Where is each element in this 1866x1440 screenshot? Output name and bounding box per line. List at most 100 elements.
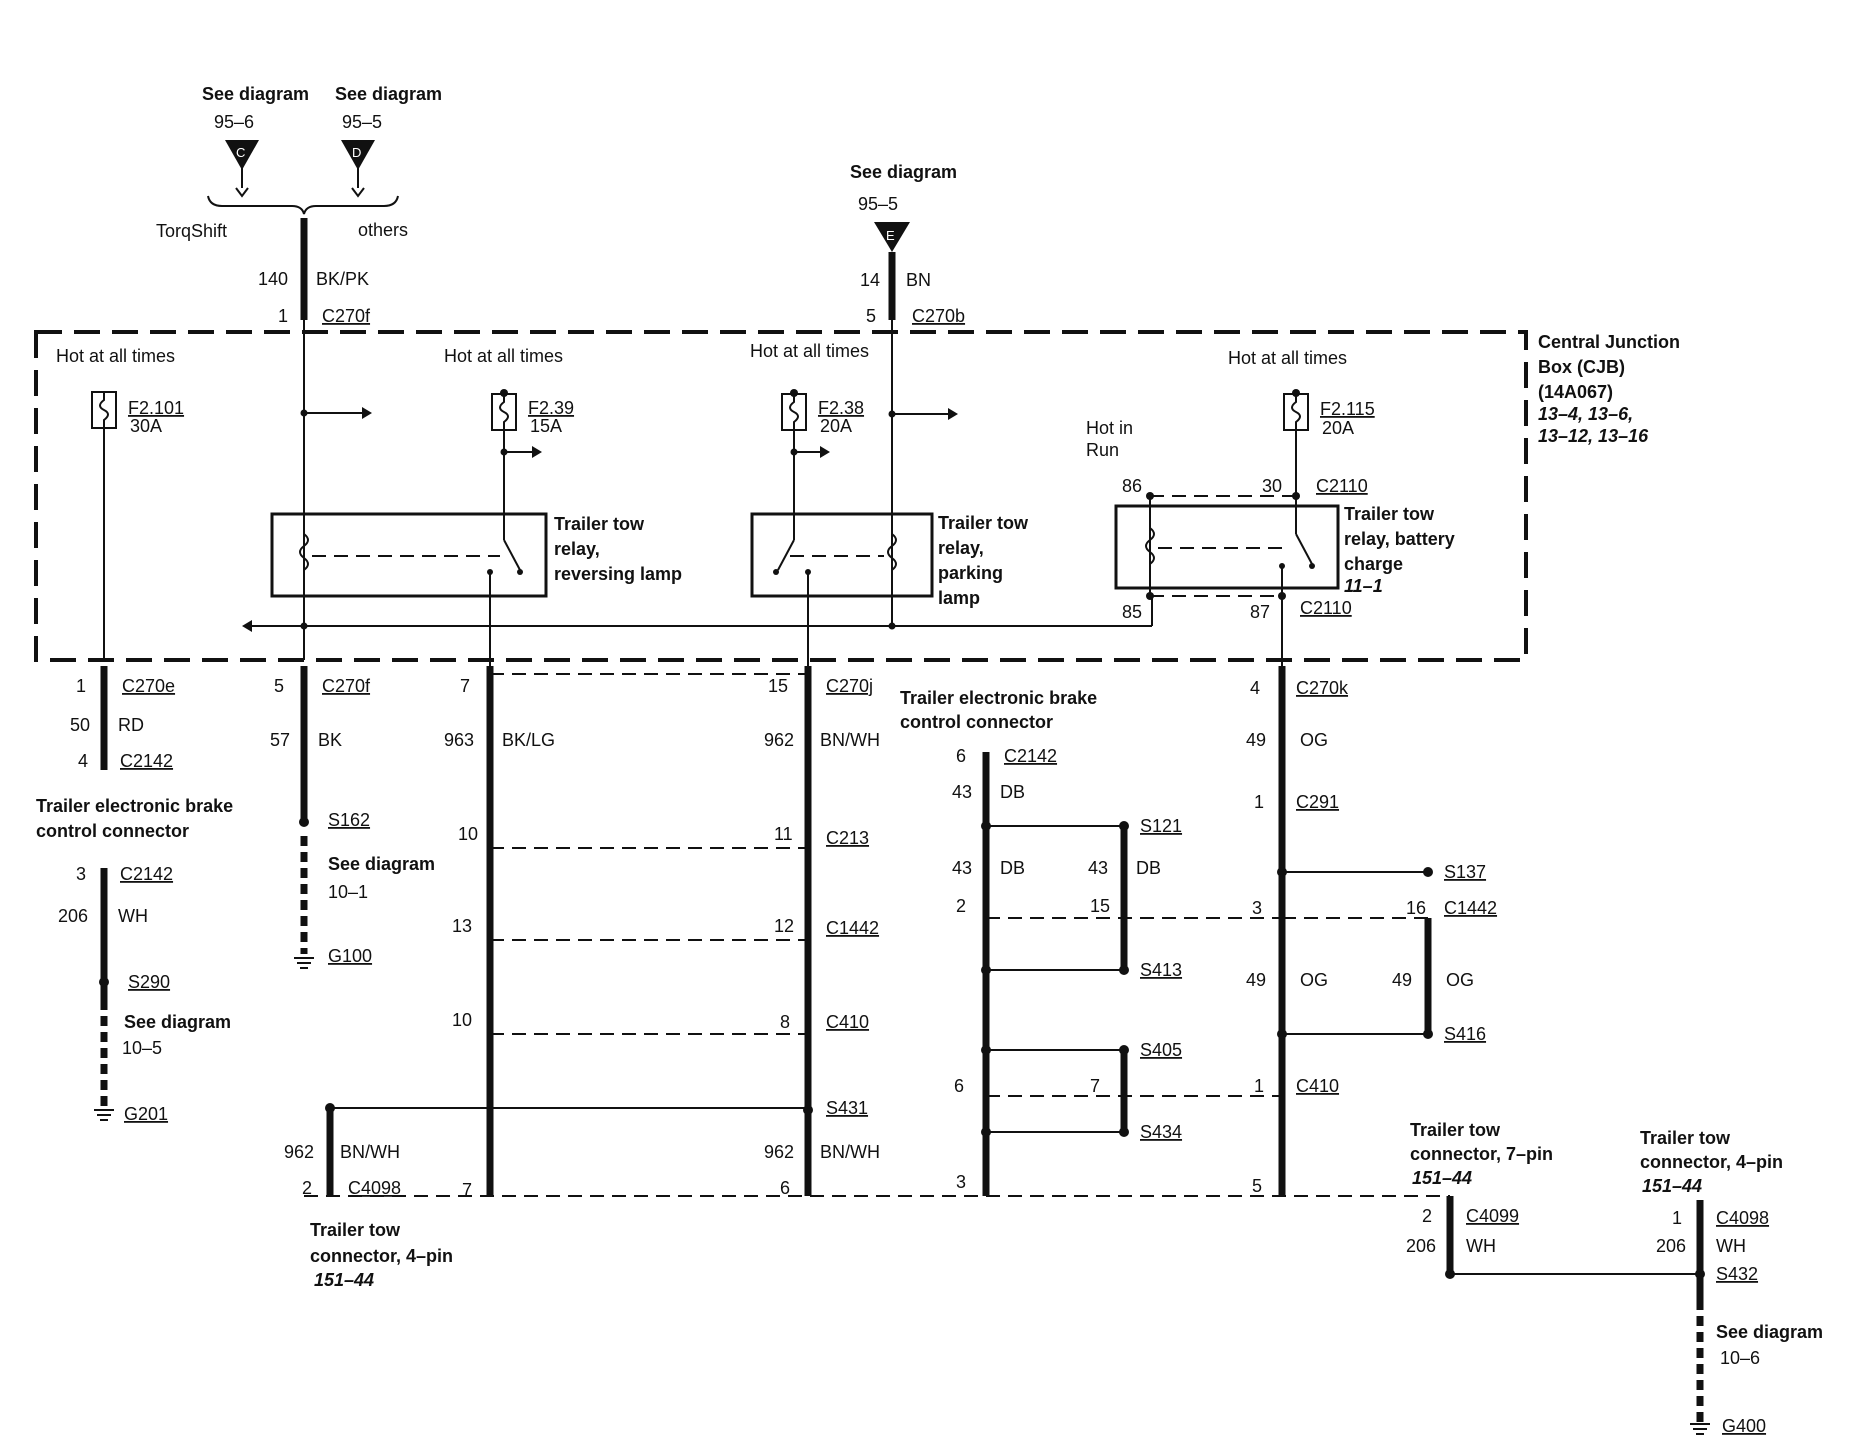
- cjb-pages-1: 13–4, 13–6,: [1538, 404, 1633, 424]
- relay-park-label-4: lamp: [938, 588, 980, 608]
- brake-circuit-b: 43: [1088, 858, 1108, 878]
- c4099: C4099: [1466, 1206, 1519, 1226]
- b1-circuit: 50: [70, 715, 90, 735]
- b5-pin: 2: [302, 1178, 312, 1198]
- conn4-label-2: connector, 4–pin: [1640, 1152, 1783, 1172]
- conn7-page: 151–44: [1412, 1168, 1472, 1188]
- b5-color: BN/WH: [340, 1142, 400, 1162]
- b1-pin3: 3: [76, 864, 86, 884]
- b2-circuit: 57: [270, 730, 290, 750]
- relay-battery-charge: [1114, 504, 1340, 590]
- b4-color: BN/WH: [820, 730, 880, 750]
- fuse-f2115-icon: [1283, 389, 1309, 431]
- hot-label-2: Hot at all times: [444, 346, 563, 366]
- wire-14-circuit: 14: [860, 270, 880, 290]
- svg-text:D: D: [352, 145, 361, 160]
- relay-park-label-3: parking: [938, 563, 1003, 583]
- b6-c1442-pin: 3: [1252, 898, 1262, 918]
- cjb-title-2: Box (CJB): [1538, 357, 1625, 377]
- brake-label-2: control connector: [900, 712, 1053, 732]
- s290: S290: [128, 972, 170, 992]
- conn7-circuit: 206: [1406, 1236, 1436, 1256]
- brake-color: DB: [1000, 782, 1025, 802]
- conn7-color: WH: [1466, 1236, 1496, 1256]
- b2-see-ref: 10–1: [328, 882, 368, 902]
- hot-run-2: Run: [1086, 440, 1119, 460]
- brake-c1442-pin-b: 15: [1090, 896, 1110, 916]
- brake-color-b: DB: [1136, 858, 1161, 878]
- b2-color: BK: [318, 730, 342, 750]
- s431: S431: [826, 1098, 868, 1118]
- b3-c410-pin: 10: [452, 1010, 472, 1030]
- b1-pin: 1: [76, 676, 86, 696]
- b2-see: See diagram: [328, 854, 435, 874]
- b3-c213-pin: 10: [458, 824, 478, 844]
- s121: S121: [1140, 816, 1182, 836]
- g201: G201: [124, 1104, 168, 1124]
- b4-circuit2: 962: [764, 1142, 794, 1162]
- relay-reversing-lamp: [270, 512, 548, 598]
- selection-bracket: [207, 195, 399, 215]
- b5-label-2: connector, 4–pin: [310, 1246, 453, 1266]
- c2110-bottom: C2110: [1300, 598, 1352, 618]
- brake-circuit-a: 43: [952, 858, 972, 878]
- s416: S416: [1444, 1024, 1486, 1044]
- see-diagram-c-label: See diagram: [202, 84, 309, 104]
- brake-conn: C2142: [1004, 746, 1057, 766]
- s405: S405: [1140, 1040, 1182, 1060]
- fuse-f239-icon: [491, 389, 517, 431]
- fuse-f239-id: F2.39: [528, 398, 574, 418]
- c410-right: C410: [1296, 1076, 1339, 1096]
- brake-color-a: DB: [1000, 858, 1025, 878]
- b6-c410-pin: 1: [1254, 1076, 1264, 1096]
- relay-batt-label-1: Trailer tow: [1344, 504, 1435, 524]
- b3-color: BK/LG: [502, 730, 555, 750]
- b5-label-1: Trailer tow: [310, 1220, 401, 1240]
- relay-rev-label-1: Trailer tow: [554, 514, 645, 534]
- b1-see: See diagram: [124, 1012, 231, 1032]
- fuse-f239-amps: 15A: [530, 416, 562, 436]
- conn7-label-2: connector, 7–pin: [1410, 1144, 1553, 1164]
- c4098-right: C4098: [1716, 1208, 1769, 1228]
- fuse-f2115-amps: 20A: [1322, 418, 1354, 438]
- relay-batt-label-3: charge: [1344, 554, 1403, 574]
- b6-c1442-pin-b: 16: [1406, 898, 1426, 918]
- fuse-f2101-icon: [91, 391, 117, 429]
- see-diagram-e-label: See diagram: [850, 162, 957, 182]
- see-diagram-c-ref: 95–6: [214, 112, 254, 132]
- b6-circuit-a: 49: [1246, 970, 1266, 990]
- relay-park-label-1: Trailer tow: [938, 513, 1029, 533]
- c1442-right: C1442: [1444, 898, 1497, 918]
- see-diagram-e-ref: 95–5: [858, 194, 898, 214]
- b6-color: OG: [1300, 730, 1328, 750]
- pin-30: 30: [1262, 476, 1282, 496]
- cjb-part: (14A067): [1538, 382, 1613, 402]
- wire-140-circuit: 140: [258, 269, 288, 289]
- brake-c1442-pin: 2: [956, 896, 966, 916]
- fuse-f2101-id: F2.101: [128, 398, 184, 418]
- conn4-label-1: Trailer tow: [1640, 1128, 1731, 1148]
- fuse-f238-id: F2.38: [818, 398, 864, 418]
- g100: G100: [328, 946, 372, 966]
- see-diagram-d-ref: 95–5: [342, 112, 382, 132]
- pin-85: 85: [1122, 602, 1142, 622]
- relay-park-label-2: relay,: [938, 538, 984, 558]
- brake-pin: 6: [956, 746, 966, 766]
- c270f-top-pin: 1: [278, 306, 288, 326]
- connector-d-icon: D: [341, 140, 375, 198]
- connector-c-icon: C: [225, 140, 259, 198]
- b4-circuit: 962: [764, 730, 794, 750]
- brake-c410-pin-b: 7: [1090, 1076, 1100, 1096]
- c410-left: C410: [826, 1012, 869, 1032]
- cjb-box: [34, 330, 1528, 662]
- fuse-f2101-amps: 30A: [130, 416, 162, 436]
- conn7-label-1: Trailer tow: [1410, 1120, 1501, 1140]
- s137: S137: [1444, 862, 1486, 882]
- b1-conn: C270e: [122, 676, 175, 696]
- fuse-f238-amps: 20A: [820, 416, 852, 436]
- hot-run-1: Hot in: [1086, 418, 1133, 438]
- b3-pin: 7: [460, 676, 470, 696]
- b1-label-2: control connector: [36, 821, 189, 841]
- cjb-title-1: Central Junction: [1538, 332, 1680, 352]
